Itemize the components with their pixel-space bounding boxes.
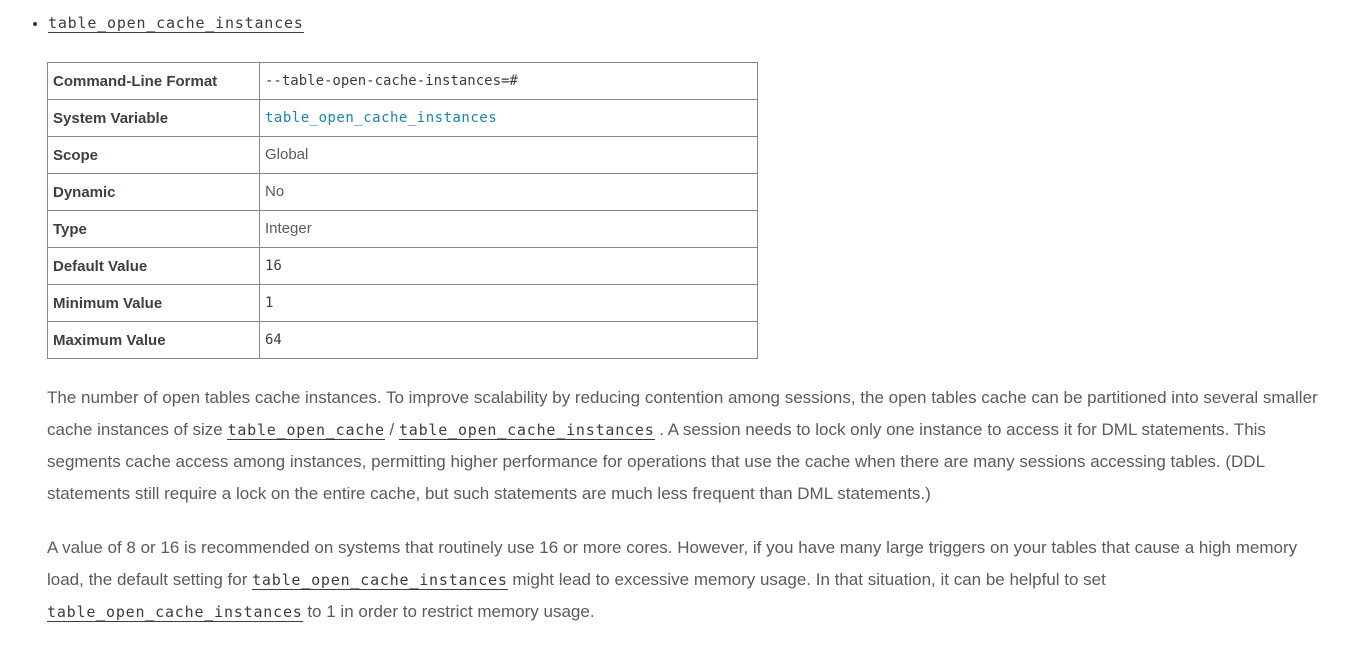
table-row: Maximum Value 64 bbox=[47, 321, 758, 359]
paragraph-text: to 1 in order to restrict memory usage. bbox=[302, 602, 595, 621]
paragraph: A value of 8 or 16 is recommended on sys… bbox=[47, 532, 1319, 629]
row-label: Command-Line Format bbox=[47, 62, 260, 100]
code-value: --table-open-cache-instances=# bbox=[265, 73, 518, 89]
table-row: Default Value 16 bbox=[47, 247, 758, 285]
properties-table-body: Command-Line Format --table-open-cache-in… bbox=[47, 62, 758, 359]
table-row: System Variable table_open_cache_instance… bbox=[47, 99, 758, 137]
variable-name-link[interactable]: table_open_cache_instances bbox=[48, 14, 304, 33]
properties-table: Command-Line Format --table-open-cache-in… bbox=[47, 62, 758, 359]
table-row: Scope Global bbox=[47, 136, 758, 174]
code-value: 1 bbox=[265, 295, 274, 311]
paragraph-text: A value of 8 or 16 is recommended on sys… bbox=[47, 538, 1298, 589]
paragraph-text: . A session needs to lock only one insta… bbox=[47, 419, 1266, 503]
paragraph-text: might lead to excessive memory usage. In… bbox=[507, 569, 1106, 589]
paragraph: The number of open tables cache instance… bbox=[47, 382, 1319, 509]
paragraphs: The number of open tables cache instance… bbox=[47, 382, 1319, 629]
row-value: 64 bbox=[259, 321, 758, 359]
row-value: Integer bbox=[259, 210, 758, 248]
row-label: Dynamic bbox=[47, 173, 260, 211]
inline-code-link[interactable]: table_open_cache_instances bbox=[252, 570, 508, 590]
text-value: No bbox=[265, 183, 285, 200]
text-value: Integer bbox=[265, 220, 312, 237]
row-label: Type bbox=[47, 210, 260, 248]
row-label: System Variable bbox=[47, 99, 260, 137]
row-value: table_open_cache_instances bbox=[259, 99, 758, 137]
table-row: Type Integer bbox=[47, 210, 758, 248]
inline-code-link[interactable]: table_open_cache_instances bbox=[47, 603, 303, 622]
row-value: 16 bbox=[259, 247, 758, 285]
code-value: 16 bbox=[265, 258, 282, 274]
inline-code-link[interactable]: table_open_cache bbox=[227, 420, 385, 440]
variable-bullet-list: table_open_cache_instances bbox=[0, 14, 1348, 33]
row-label: Minimum Value bbox=[47, 284, 260, 322]
row-label: Default Value bbox=[47, 247, 260, 285]
content-area: Command-Line Format --table-open-cache-in… bbox=[47, 62, 1319, 629]
table-row: Dynamic No bbox=[47, 173, 758, 211]
paragraph-text: The number of open tables cache instance… bbox=[47, 388, 1318, 439]
row-value: Global bbox=[259, 136, 758, 174]
row-value: --table-open-cache-instances=# bbox=[259, 62, 758, 100]
system-variable-link[interactable]: table_open_cache_instances bbox=[265, 110, 498, 126]
code-value: 64 bbox=[265, 332, 282, 348]
row-value: 1 bbox=[259, 284, 758, 322]
row-label: Scope bbox=[47, 136, 260, 174]
inline-code-link[interactable]: table_open_cache_instances bbox=[398, 420, 655, 440]
row-value: No bbox=[259, 173, 758, 211]
table-row: Minimum Value 1 bbox=[47, 284, 758, 322]
text-value: Global bbox=[265, 146, 309, 163]
row-label: Maximum Value bbox=[47, 321, 260, 359]
table-row: Command-Line Format --table-open-cache-in… bbox=[47, 62, 758, 100]
paragraph-text: / bbox=[384, 419, 399, 439]
list-item: table_open_cache_instances bbox=[48, 14, 1348, 33]
